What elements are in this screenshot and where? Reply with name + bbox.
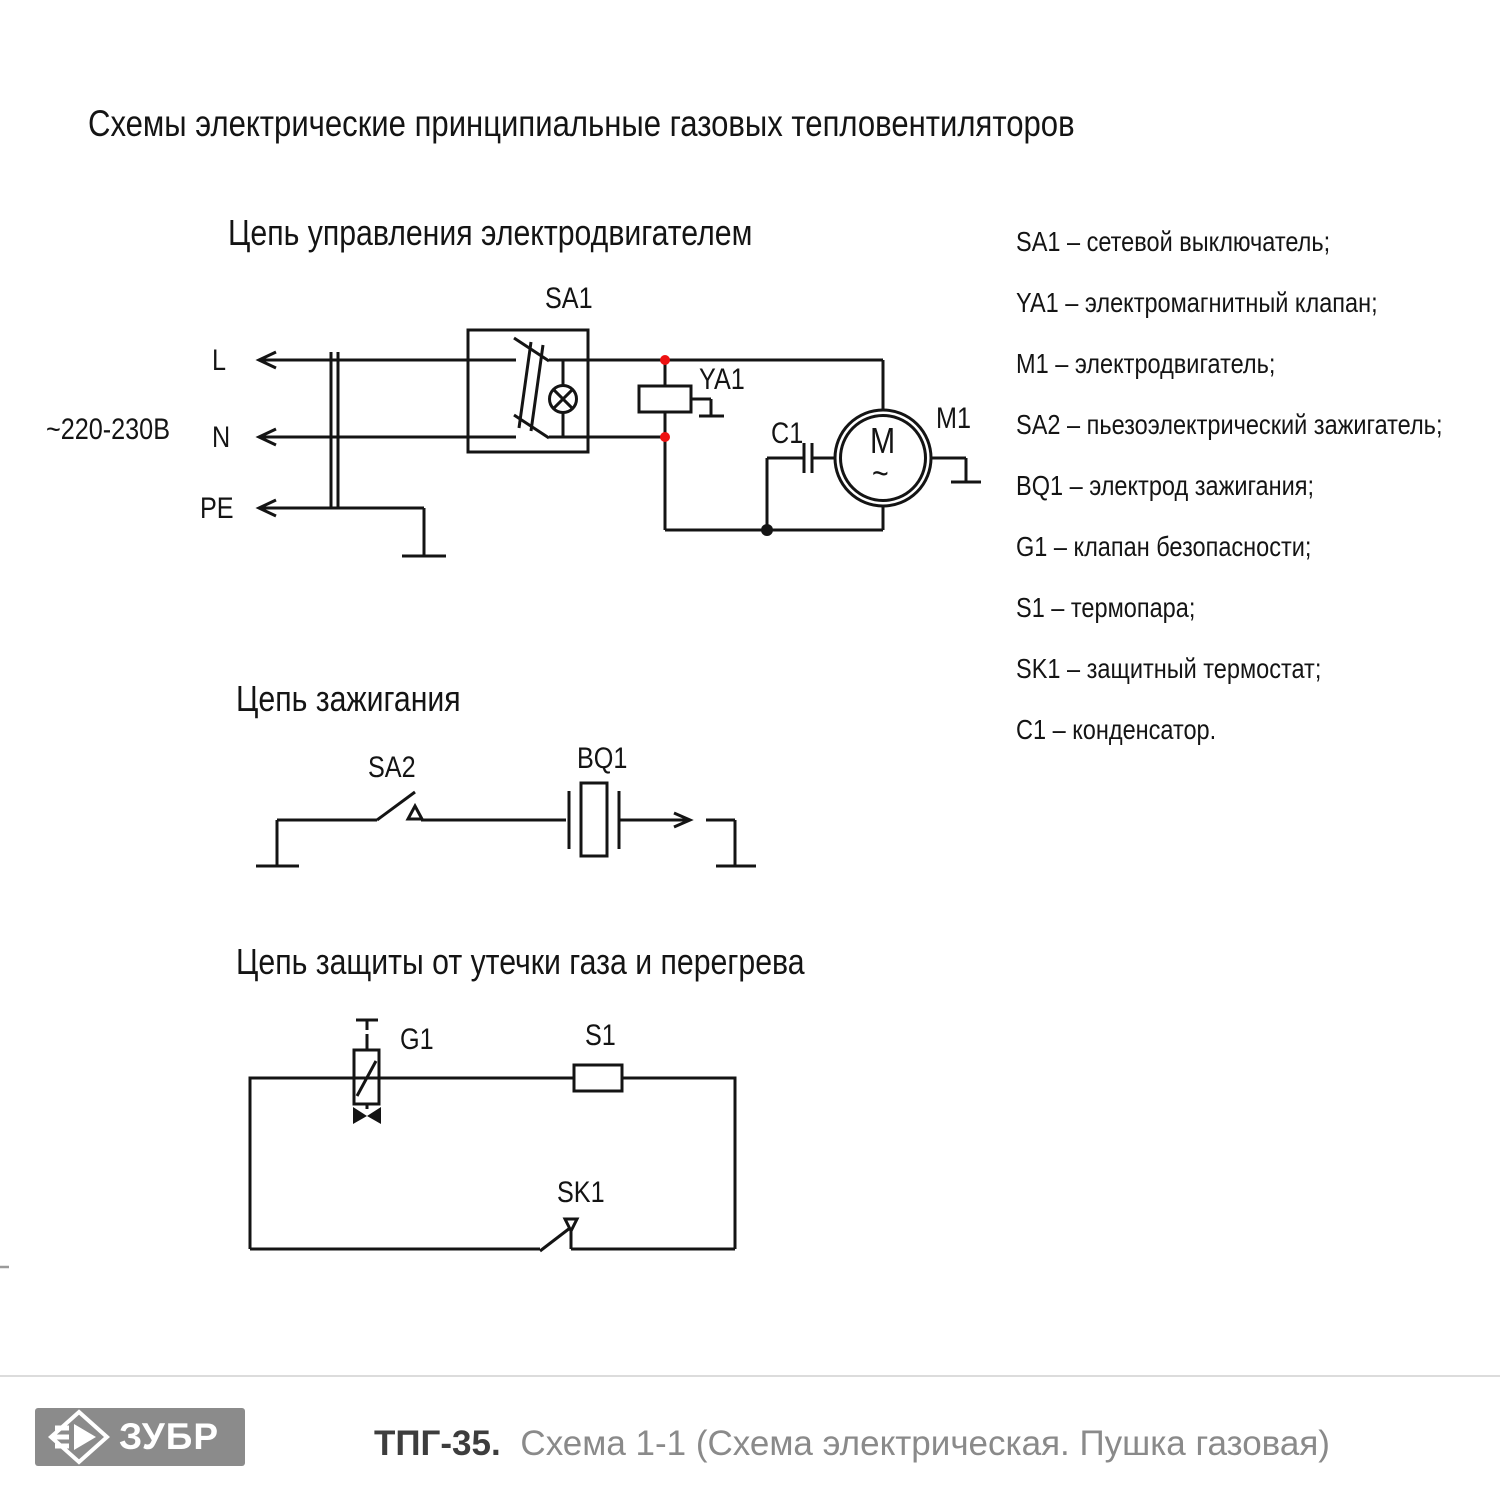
terminal-label-n: N [212, 421, 231, 454]
label-sk1: SK1 [557, 1176, 605, 1209]
label-c1: C1 [771, 417, 804, 450]
sa1-switch-box [466, 328, 590, 454]
sk1-blade [539, 1226, 571, 1253]
terminal-label-pe: PE [200, 492, 234, 525]
sk1-contact-icon [562, 1217, 580, 1235]
label-bq1: BQ1 [577, 742, 628, 775]
spark-arrow-icon [673, 811, 694, 829]
circuit-ignition-diagram [256, 781, 756, 868]
junction-dot [761, 524, 773, 536]
label-sa2: SA2 [368, 751, 416, 784]
motor-ac-symbol: ~ [872, 455, 889, 493]
zubr-diamond-icon [47, 1409, 111, 1465]
c1-plates [802, 443, 814, 473]
label-s1: S1 [585, 1019, 616, 1052]
page-title: Схемы электрические принципиальные газов… [88, 103, 1075, 144]
section-title-motor-control: Цепь управления электродвигателем [228, 212, 753, 253]
pe-wire [260, 506, 446, 558]
footer-caption: Схема 1-1 (Схема электрическая. Пушка га… [520, 1424, 1330, 1463]
motor-letter: M [870, 420, 896, 461]
brand-logo: ЗУБР [35, 1408, 245, 1466]
sa1-lamp-cross [552, 388, 574, 410]
label-ya1: YA1 [699, 363, 745, 396]
motor-ground-icon [931, 456, 981, 484]
footer-model: ТПГ-35. [374, 1424, 501, 1463]
n-arrow-icon [255, 427, 277, 447]
motor-inner-circle [839, 414, 927, 502]
bq1-crystal [579, 781, 609, 858]
circuit-protection-diagram [0, 1018, 737, 1269]
terminal-label-l: L [212, 344, 227, 377]
g1-plunger [356, 1018, 378, 1050]
section-title-protection: Цепь защиты от утечки газа и перегрева [236, 941, 805, 982]
c1-branch [765, 456, 804, 530]
footer-divider [0, 1375, 1500, 1377]
label-m1: M1 [936, 402, 972, 435]
s1-thermocouple [572, 1063, 624, 1093]
legend: SA1 – сетевой выключатель; YA1 – электро… [1016, 228, 1442, 777]
sa2-left-ground-icon [256, 818, 377, 868]
label-g1: G1 [400, 1023, 434, 1056]
legend-item: S1 – термопара; [1016, 592, 1196, 623]
legend-item: SK1 – защитный термостат; [1016, 653, 1322, 684]
brand-name: ЗУБР [119, 1416, 220, 1457]
g1-valve-bowtie-left [353, 1107, 367, 1124]
red-junction-top [660, 355, 670, 365]
section-title-ignition: Цепь зажигания [236, 678, 461, 719]
g1-valve-bowtie-right [367, 1107, 381, 1124]
sa1-linkage [517, 341, 545, 432]
ya1-ground-icon [691, 397, 724, 418]
g1-valve-diagonal [355, 1060, 378, 1097]
legend-item: SA1 – сетевой выключатель; [1016, 226, 1331, 257]
circuit-motor-control-diagram [255, 328, 981, 558]
label-sa1: SA1 [545, 282, 593, 315]
pe-arrow-icon [255, 498, 277, 518]
footer-title: ТПГ-35. Схема 1-1 (Схема электрическая. … [374, 1424, 1330, 1464]
legend-item: BQ1 – электрод зажигания; [1016, 470, 1315, 501]
sa2-blade [376, 790, 416, 822]
legend-item: SA2 – пьезоэлектрический зажигатель; [1016, 409, 1443, 440]
red-junction-bottom [660, 432, 670, 442]
legend-item: M1 – электродвигатель; [1016, 348, 1276, 379]
protection-loop [248, 1076, 737, 1249]
voltage-label: ~220-230В [46, 413, 171, 446]
top-rail [549, 358, 885, 410]
ya1-coil [637, 384, 693, 414]
l-arrow-icon [255, 350, 277, 370]
sa2-contact-icon [405, 802, 425, 821]
right-ground-icon [706, 818, 756, 868]
cable-marker [329, 352, 340, 508]
legend-item: G1 – клапан безопасности; [1016, 531, 1312, 562]
legend-item: C1 – конденсатор. [1016, 714, 1217, 745]
legend-item: YA1 – электромагнитный клапан; [1016, 287, 1378, 318]
